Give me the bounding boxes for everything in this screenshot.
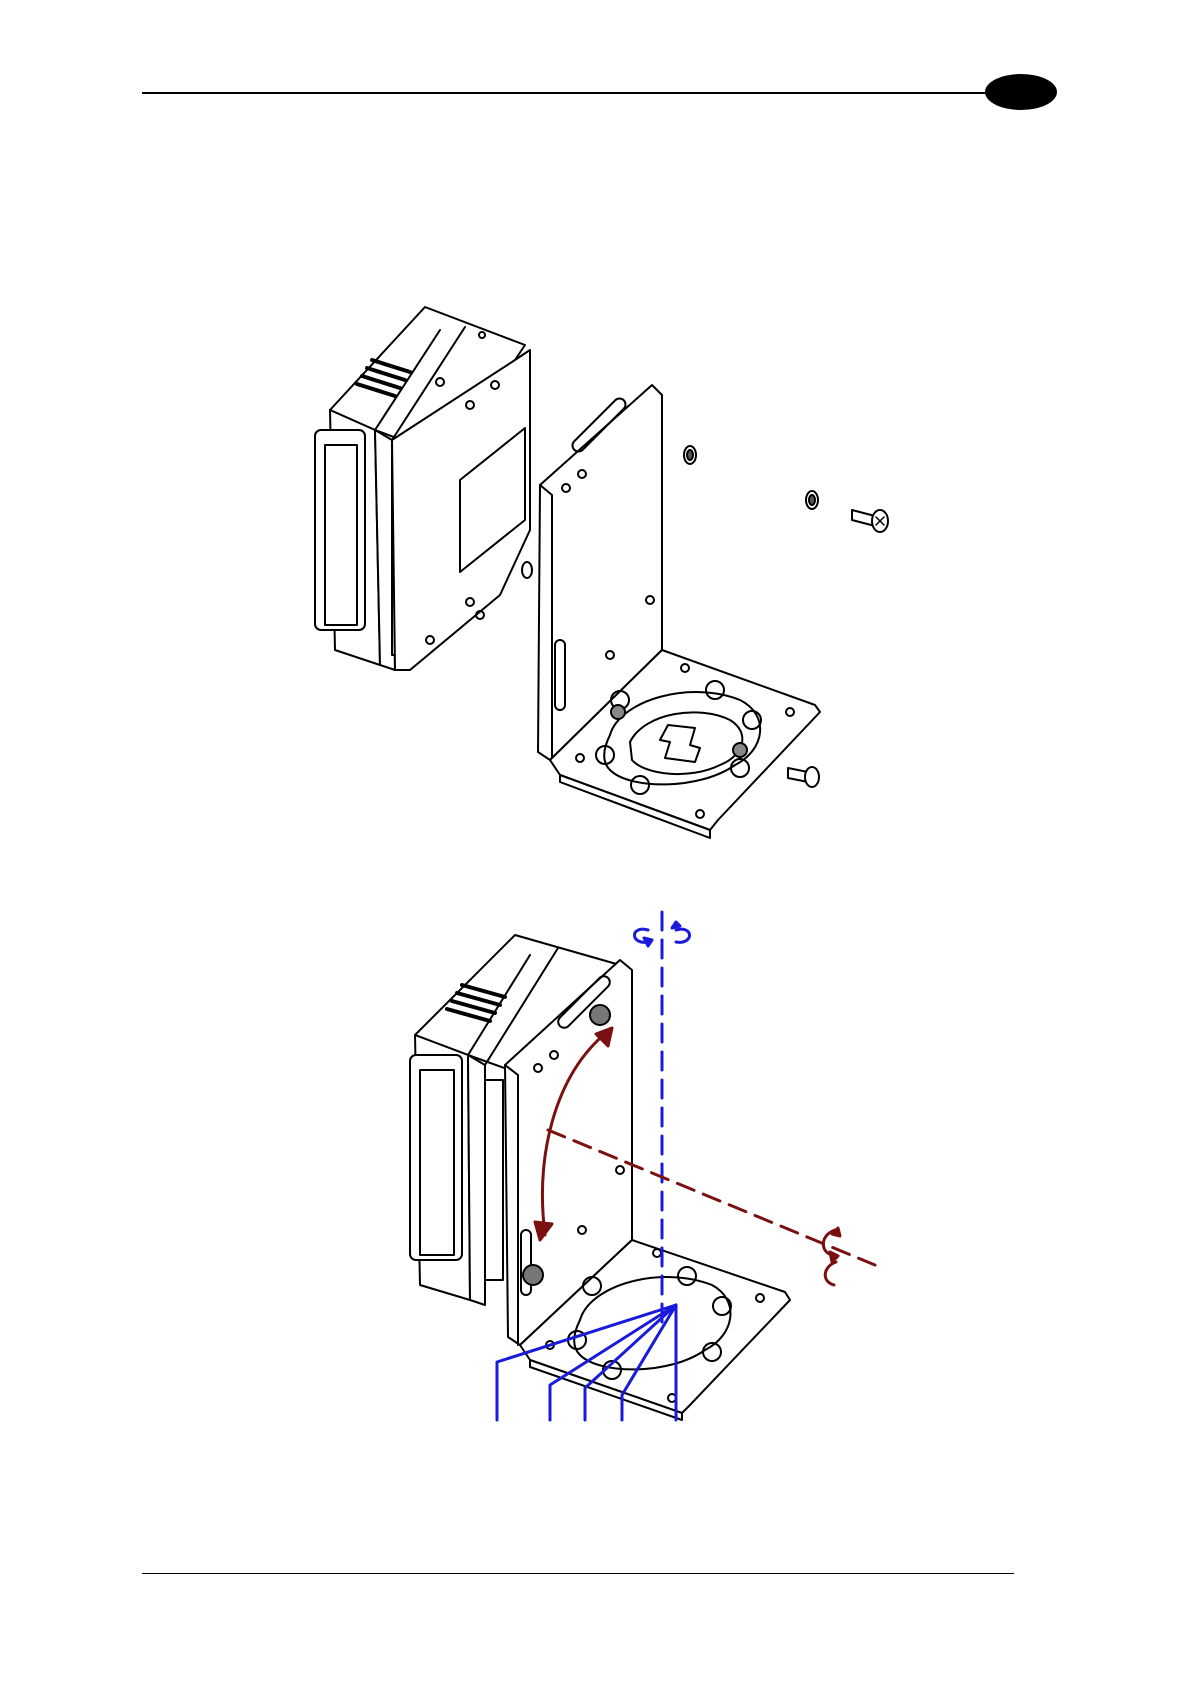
footer-rule	[142, 1573, 1014, 1574]
